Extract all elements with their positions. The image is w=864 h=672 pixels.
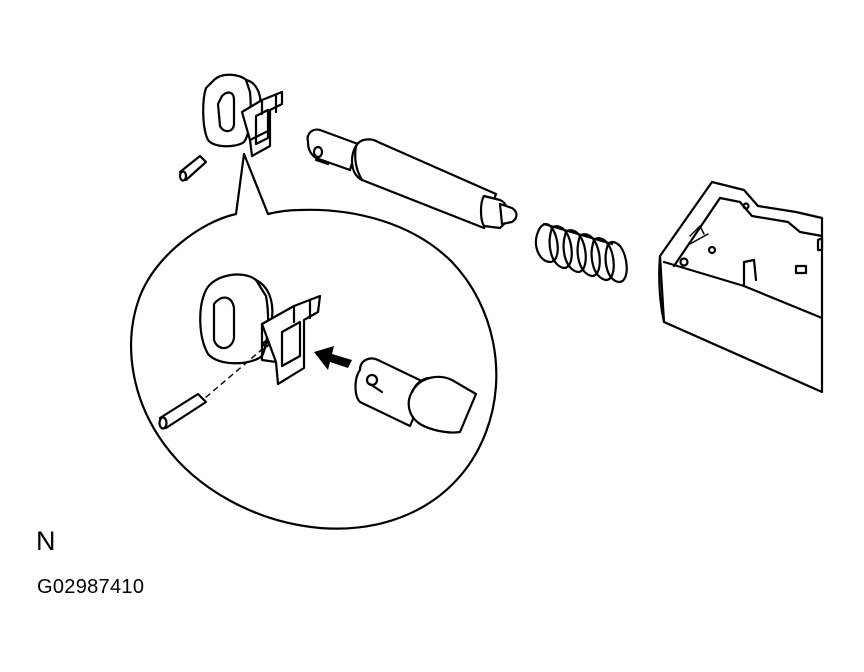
housing-block (659, 182, 822, 392)
detail-callout (131, 154, 496, 529)
knob-assembly (203, 75, 282, 156)
pin-top (180, 156, 206, 181)
shaft (308, 130, 517, 228)
arrow-left-icon (314, 346, 352, 370)
knob-assembly-detail (200, 275, 320, 384)
pin-detail (160, 394, 207, 429)
view-label: N (36, 526, 56, 556)
coil-spring (536, 224, 627, 282)
figure-code: G02987410 (37, 576, 145, 598)
rod-end-detail (356, 358, 477, 432)
pin-alignment-line (198, 346, 266, 404)
